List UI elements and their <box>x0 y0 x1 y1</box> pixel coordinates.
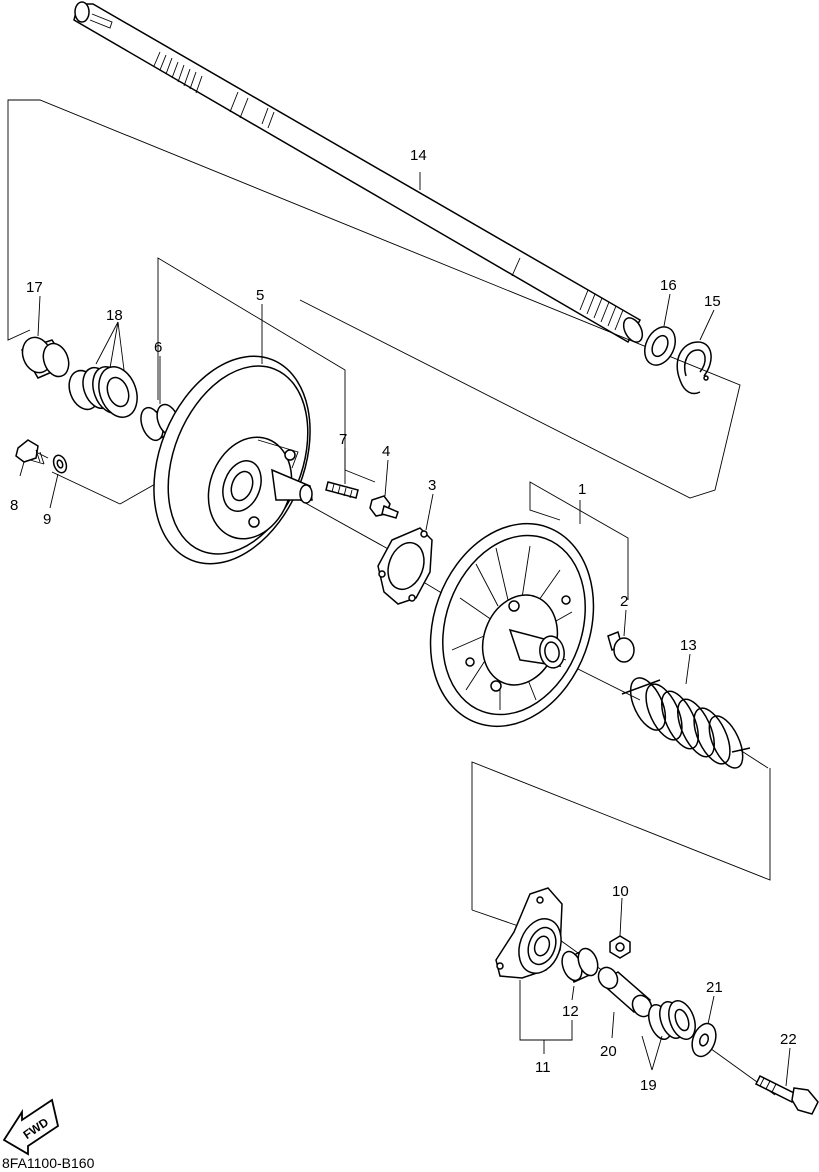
callout-18: 18 <box>106 307 123 324</box>
callout-20: 20 <box>600 1043 617 1060</box>
callout-6: 6 <box>154 339 162 356</box>
callout-19: 19 <box>640 1077 657 1094</box>
callout-17: 17 <box>26 279 43 296</box>
fwd-arrow-icon: FWD <box>2 1098 60 1156</box>
part-spring-13 <box>621 677 751 769</box>
part-snap-ring-15 <box>676 341 712 395</box>
part-collar-20 <box>597 966 653 1018</box>
part-movable-sheave-1 <box>429 522 595 728</box>
callout-21: 21 <box>706 979 723 996</box>
callout-12: 12 <box>562 1003 579 1020</box>
callout-labels: 1 2 3 4 5 6 7 8 9 10 11 12 13 14 15 16 1… <box>10 147 797 1094</box>
part-bushing-17 <box>20 336 70 379</box>
callout-11: 11 <box>535 1059 551 1076</box>
part-bolt-22 <box>754 1074 819 1115</box>
callout-2: 2 <box>620 593 628 610</box>
part-fixed-sheave-5 <box>153 355 313 565</box>
callout-3: 3 <box>428 477 436 494</box>
part-slider-2 <box>607 630 635 663</box>
callout-13: 13 <box>680 637 697 654</box>
callout-14: 14 <box>410 147 427 164</box>
part-washer-16 <box>644 326 676 366</box>
callout-1: 1 <box>578 481 586 498</box>
part-seal-19 <box>648 1000 696 1041</box>
part-housing-11 <box>495 887 563 979</box>
part-gasket-3 <box>377 527 433 605</box>
drawing-code: 8FA1100-B160 <box>2 1155 95 1171</box>
part-nut-10 <box>609 935 631 959</box>
part-bolt-8 <box>15 439 49 465</box>
part-bolt-4 <box>369 495 399 519</box>
part-shaft <box>73 1 644 344</box>
callout-4: 4 <box>382 443 390 460</box>
part-washer-21 <box>691 1022 717 1058</box>
callout-leaders <box>19 172 791 1087</box>
callout-8: 8 <box>10 497 18 514</box>
part-seal-18 <box>68 366 138 418</box>
callout-9: 9 <box>43 511 51 528</box>
part-washer-9 <box>52 454 68 474</box>
part-stud-7 <box>325 481 359 499</box>
callout-5: 5 <box>256 287 264 304</box>
callout-16: 16 <box>660 277 677 294</box>
callout-10: 10 <box>612 883 629 900</box>
part-bushing-12 <box>561 947 599 983</box>
callout-7: 7 <box>339 431 347 448</box>
callout-22: 22 <box>780 1031 797 1048</box>
callout-15: 15 <box>704 293 721 310</box>
